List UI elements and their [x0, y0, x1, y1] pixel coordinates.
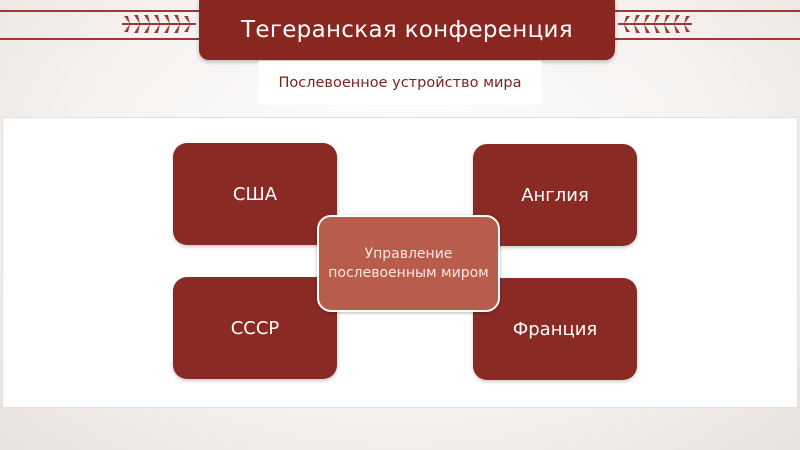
- center-node-label: Управление послевоенным миром: [328, 245, 489, 281]
- node-france-label: Франция: [512, 318, 598, 340]
- slide-title: Тегеранская конференция: [199, 0, 615, 60]
- node-england-label: Англия: [521, 184, 589, 206]
- node-england: Англия: [473, 144, 637, 246]
- center-node: Управление послевоенным миром: [317, 215, 500, 312]
- slide-subtitle-text: Послевоенное устройство мира: [278, 75, 522, 91]
- node-france: Франция: [473, 278, 637, 380]
- node-ussr: СССР: [173, 277, 337, 379]
- slide-subtitle: Послевоенное устройство мира: [258, 61, 542, 105]
- node-usa-label: США: [232, 183, 278, 205]
- wheat-ornament-icon: [122, 15, 196, 33]
- wheat-ornament-icon: [618, 15, 692, 33]
- node-ussr-label: СССР: [230, 317, 280, 339]
- node-usa: США: [173, 143, 337, 245]
- slide-title-text: Тегеранская конференция: [241, 17, 573, 43]
